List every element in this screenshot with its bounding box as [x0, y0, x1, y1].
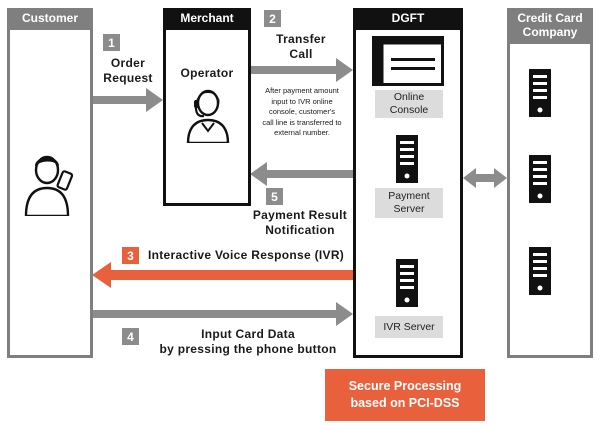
step-2-number: 2: [264, 10, 281, 27]
online-console-window-icon: [372, 36, 444, 86]
arrow-ivr-response: [92, 262, 353, 288]
credit-server-2-icon: [529, 155, 551, 203]
dgft-header: DGFT: [353, 8, 463, 30]
step-4-label: Input Card Data by pressing the phone bu…: [159, 327, 337, 356]
ivr-server-icon: [396, 259, 418, 307]
pci-dss-banner: Secure Processing based on PCI-DSS: [325, 369, 485, 421]
step-5-number: 5: [266, 188, 283, 205]
ivr-server-tag: IVR Server: [375, 316, 443, 338]
online-console-tag: Online Console: [375, 90, 443, 118]
step-2-label: Transfer Call: [276, 32, 326, 61]
operator-label: Operator: [180, 66, 234, 80]
step-4-number: 4: [122, 328, 139, 345]
customer-header: Customer: [7, 8, 93, 30]
arrow-input-card-data: [92, 302, 353, 326]
step-5-label: Payment Result Notification: [252, 208, 348, 237]
credit-card-header: Credit Card Company: [507, 8, 593, 44]
payment-server-icon: [396, 135, 418, 183]
arrow-transfer-call: [250, 58, 353, 82]
step-1-label: Order Request: [103, 56, 153, 85]
payment-server-tag: Payment Server: [375, 188, 443, 218]
arrow-order-request: [92, 88, 163, 112]
step-3-number: 3: [122, 247, 139, 264]
credit-server-1-icon: [529, 69, 551, 117]
merchant-header: Merchant: [163, 8, 251, 30]
customer-person-icon: [24, 155, 74, 216]
arrow-payment-result: [250, 162, 353, 186]
arrow-payment-credit-exchange: [463, 168, 507, 188]
step-3-label: Interactive Voice Response (IVR): [148, 248, 345, 262]
operator-headset-icon: [186, 89, 230, 143]
credit-server-3-icon: [529, 247, 551, 295]
step-1-number: 1: [103, 34, 120, 51]
transfer-note: After payment amount input to IVR online…: [262, 86, 342, 137]
